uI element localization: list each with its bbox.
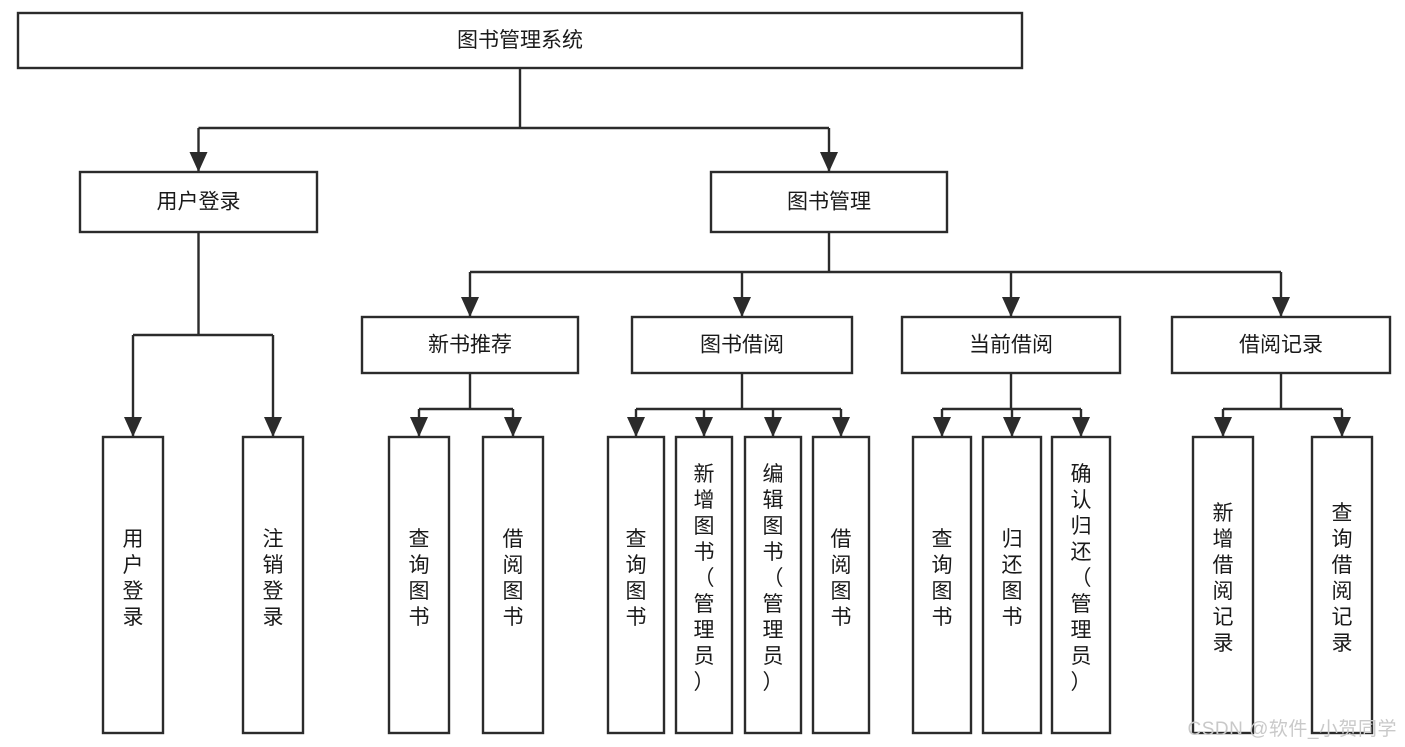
arrow-head-icon bbox=[832, 417, 850, 437]
node-label-leaf-add-borrow-record: 新增借阅记录 bbox=[1213, 502, 1234, 655]
arrow-head-icon bbox=[1333, 417, 1351, 437]
connector-layer bbox=[124, 68, 1351, 437]
node-leaf-query-book-rec[interactable]: 查询图书 bbox=[387, 435, 451, 735]
node-label-leaf-logout: 注销登录 bbox=[263, 528, 284, 629]
arrow-head-icon bbox=[1214, 417, 1232, 437]
node-leaf-query-book-current[interactable]: 查询图书 bbox=[911, 435, 973, 735]
node-leaf-query-borrow-record[interactable]: 查询借阅记录 bbox=[1310, 435, 1374, 735]
node-leaf-borrow-book[interactable]: 借阅图书 bbox=[811, 435, 871, 735]
arrow-head-icon bbox=[264, 417, 282, 437]
arrow-head-icon bbox=[627, 417, 645, 437]
node-label-book-manage: 图书管理 bbox=[787, 191, 871, 214]
arrow-head-icon bbox=[1003, 417, 1021, 437]
node-box-leaf-query-book-borrow[interactable] bbox=[606, 435, 666, 735]
node-box-book-manage[interactable] bbox=[709, 170, 949, 234]
node-label-leaf-add-book-admin: 新增图书（管理员） bbox=[694, 463, 715, 694]
node-box-leaf-borrow-book-rec[interactable] bbox=[481, 435, 545, 735]
node-box-leaf-query-book-current[interactable] bbox=[911, 435, 973, 735]
node-leaf-user-login[interactable]: 用户登录 bbox=[101, 435, 165, 735]
node-box-leaf-borrow-book[interactable] bbox=[811, 435, 871, 735]
node-label-leaf-query-book-borrow: 查询图书 bbox=[626, 528, 647, 629]
node-book-borrow[interactable]: 图书借阅 bbox=[630, 315, 854, 375]
node-label-leaf-confirm-return-admin: 确认归还（管理员） bbox=[1071, 463, 1092, 694]
node-label-leaf-query-borrow-record: 查询借阅记录 bbox=[1332, 502, 1353, 655]
node-box-leaf-edit-book-admin[interactable] bbox=[743, 435, 803, 735]
arrow-head-icon bbox=[504, 417, 522, 437]
node-leaf-edit-book-admin[interactable]: 编辑图书（管理员） bbox=[743, 435, 803, 735]
node-book-manage[interactable]: 图书管理 bbox=[709, 170, 949, 234]
arrow-head-icon bbox=[189, 152, 208, 172]
node-label-leaf-query-book-current: 查询图书 bbox=[932, 528, 953, 629]
node-leaf-confirm-return-admin[interactable]: 确认归还（管理员） bbox=[1050, 435, 1112, 735]
node-label-current-borrow: 当前借阅 bbox=[969, 334, 1053, 357]
node-box-leaf-logout[interactable] bbox=[241, 435, 305, 735]
arrow-head-icon bbox=[764, 417, 782, 437]
node-leaf-return-book[interactable]: 归还图书 bbox=[981, 435, 1043, 735]
node-label-leaf-return-book: 归还图书 bbox=[1002, 528, 1023, 629]
arrow-head-icon bbox=[1002, 297, 1020, 317]
node-leaf-add-borrow-record[interactable]: 新增借阅记录 bbox=[1191, 435, 1255, 735]
node-label-leaf-edit-book-admin: 编辑图书（管理员） bbox=[763, 463, 784, 694]
node-box-leaf-user-login[interactable] bbox=[101, 435, 165, 735]
node-box-root[interactable] bbox=[16, 11, 1024, 70]
node-box-book-borrow[interactable] bbox=[630, 315, 854, 375]
node-box-borrow-record[interactable] bbox=[1170, 315, 1392, 375]
node-current-borrow[interactable]: 当前借阅 bbox=[900, 315, 1122, 375]
node-leaf-add-book-admin[interactable]: 新增图书（管理员） bbox=[674, 435, 734, 735]
arrow-head-icon bbox=[1272, 297, 1290, 317]
node-new-book-recommend[interactable]: 新书推荐 bbox=[360, 315, 580, 375]
node-label-leaf-borrow-book-rec: 借阅图书 bbox=[503, 528, 524, 629]
arrow-head-icon bbox=[1072, 417, 1090, 437]
node-box-leaf-add-borrow-record[interactable] bbox=[1191, 435, 1255, 735]
node-box-leaf-query-book-rec[interactable] bbox=[387, 435, 451, 735]
node-label-book-borrow: 图书借阅 bbox=[700, 334, 784, 357]
node-label-borrow-record: 借阅记录 bbox=[1239, 334, 1323, 357]
arrow-head-icon bbox=[933, 417, 951, 437]
node-label-root: 图书管理系统 bbox=[457, 29, 583, 52]
node-label-leaf-borrow-book: 借阅图书 bbox=[831, 528, 852, 629]
node-leaf-logout[interactable]: 注销登录 bbox=[241, 435, 305, 735]
node-box-leaf-return-book[interactable] bbox=[981, 435, 1043, 735]
node-box-user-login[interactable] bbox=[78, 170, 319, 234]
node-label-new-book-recommend: 新书推荐 bbox=[428, 334, 512, 357]
arrow-head-icon bbox=[124, 417, 142, 437]
arrow-head-icon bbox=[820, 152, 838, 172]
arrow-head-icon bbox=[695, 417, 713, 437]
node-box-leaf-add-book-admin[interactable] bbox=[674, 435, 734, 735]
arrow-head-icon bbox=[461, 297, 479, 317]
arrow-head-icon bbox=[410, 417, 428, 437]
node-label-leaf-query-book-rec: 查询图书 bbox=[409, 528, 430, 629]
node-layer: 图书管理系统用户登录图书管理新书推荐图书借阅当前借阅借阅记录用户登录注销登录查询… bbox=[16, 11, 1392, 735]
node-box-new-book-recommend[interactable] bbox=[360, 315, 580, 375]
node-box-leaf-query-borrow-record[interactable] bbox=[1310, 435, 1374, 735]
node-box-leaf-confirm-return-admin[interactable] bbox=[1050, 435, 1112, 735]
arrow-head-icon bbox=[733, 297, 751, 317]
node-root[interactable]: 图书管理系统 bbox=[16, 11, 1024, 70]
node-label-user-login: 用户登录 bbox=[157, 191, 241, 214]
node-leaf-query-book-borrow[interactable]: 查询图书 bbox=[606, 435, 666, 735]
node-user-login[interactable]: 用户登录 bbox=[78, 170, 319, 234]
node-box-current-borrow[interactable] bbox=[900, 315, 1122, 375]
node-label-leaf-user-login: 用户登录 bbox=[123, 528, 144, 629]
csdn-watermark: CSDN @软件_小贺同学 bbox=[1187, 719, 1397, 740]
node-borrow-record[interactable]: 借阅记录 bbox=[1170, 315, 1392, 375]
node-leaf-borrow-book-rec[interactable]: 借阅图书 bbox=[481, 435, 545, 735]
